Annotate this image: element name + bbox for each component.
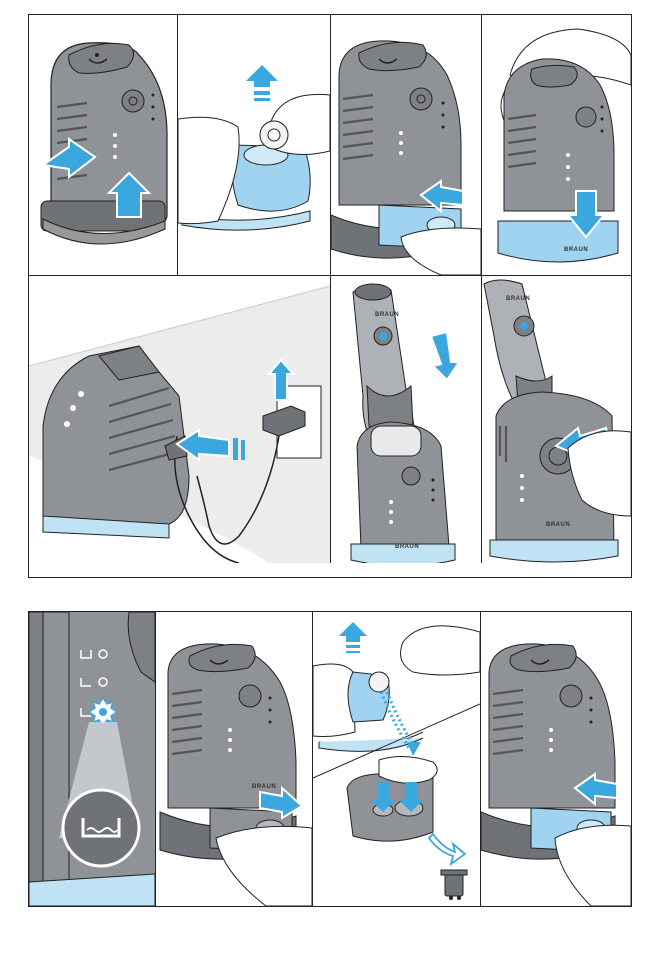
blinking-light-icon	[89, 698, 117, 726]
cleaning-station-illustration: BRAUN	[351, 422, 455, 563]
brand-logo: BRAUN	[546, 522, 570, 528]
arrow-up-icon	[246, 65, 278, 101]
step-1-panel	[29, 15, 177, 275]
hand-illustration	[216, 826, 312, 906]
hand-illustration	[313, 626, 480, 737]
cartridge-replacement-grid: BRAUN	[28, 611, 632, 907]
step-2-panel	[178, 15, 330, 275]
insert-new-cartridge-panel	[481, 612, 631, 906]
trash-bin-icon	[441, 870, 467, 900]
step-4-panel: BRAUN	[482, 15, 631, 275]
remove-cartridge-panel: BRAUN	[156, 612, 312, 906]
cartridge-empty-indicator-panel	[29, 612, 155, 906]
brand-logo: BRAUN	[395, 544, 419, 550]
dispose-cartridge-panel	[313, 612, 480, 906]
hand-illustration	[555, 825, 631, 906]
brand-logo: BRAUN	[252, 784, 276, 790]
brand-logo: BRAUN	[564, 247, 588, 253]
arrow-up-icon	[339, 622, 367, 653]
empty-cartridge-indicator-icon	[63, 790, 139, 866]
cleaning-station-illustration	[41, 43, 167, 244]
step-5-panel	[29, 276, 330, 563]
arrow-down-icon	[431, 332, 459, 380]
brand-logo: BRAUN	[506, 296, 530, 302]
hand-illustration	[401, 228, 481, 275]
cartridge-illustration	[347, 756, 437, 841]
step-6-panel: BRAUN BRAUN	[331, 276, 481, 563]
recycle-arrow-icon	[429, 834, 465, 864]
step-3-panel	[331, 15, 481, 275]
setup-instructions-grid: BRAUN	[28, 14, 632, 578]
cleaning-station-illustration: BRAUN	[498, 59, 618, 262]
brand-logo: BRAUN	[375, 312, 399, 318]
step-7-panel: BRAUN BRAUN	[482, 276, 631, 563]
